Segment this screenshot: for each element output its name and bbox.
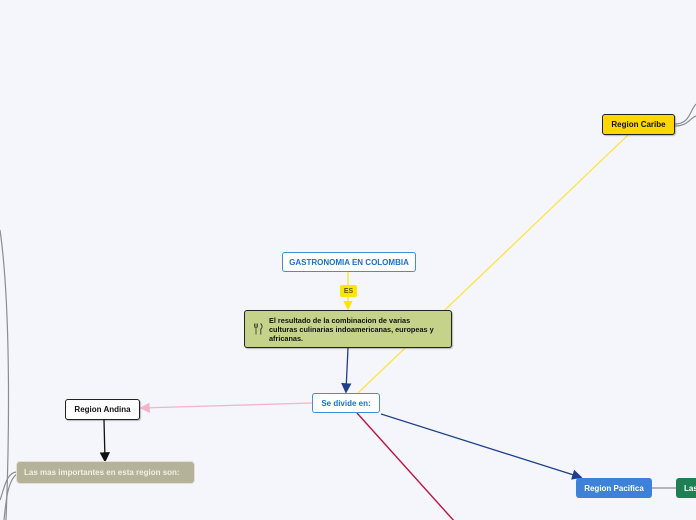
region-caribe-label: Region Caribe bbox=[611, 120, 666, 129]
region-pacifica-label: Region Pacifica bbox=[584, 483, 644, 493]
left-branch-line-3 bbox=[3, 473, 18, 520]
left-branch-line-2 bbox=[0, 471, 18, 501]
las-mas-importantes-node[interactable]: Las mas importantes en esta region son: bbox=[17, 462, 194, 483]
divide-to-pacifica-link bbox=[380, 413, 583, 480]
las-mas-importantes-label: Las mas importantes en esta region son: bbox=[24, 468, 180, 477]
description-node[interactable]: El resultado de la combinacion de varias… bbox=[244, 310, 452, 348]
region-caribe-node[interactable]: Region Caribe bbox=[602, 114, 675, 135]
fork-knife-icon bbox=[254, 323, 263, 335]
caribe-branch-line-2 bbox=[674, 115, 696, 127]
andina-to-importantes-link bbox=[99, 419, 111, 463]
divide-to-andina-link bbox=[139, 402, 313, 413]
description-text: El resultado de la combinacion de varias… bbox=[269, 315, 434, 343]
divide-to-south-link bbox=[356, 412, 455, 520]
description-to-divide-link bbox=[341, 347, 352, 394]
se-divide-en-label: Se divide en: bbox=[321, 398, 371, 408]
left-branch-line-1 bbox=[0, 229, 10, 520]
region-andina-label: Region Andina bbox=[74, 405, 131, 414]
gastronomia-title-label: GASTRONOMIA EN COLOMBIA bbox=[289, 257, 409, 267]
caribe-branch-line-1 bbox=[674, 103, 696, 125]
divide-to-caribe-link bbox=[357, 134, 629, 394]
pacifica-child-node[interactable]: Las bbox=[676, 478, 696, 498]
se-divide-en-node[interactable]: Se divide en: bbox=[312, 393, 380, 413]
region-pacifica-node[interactable]: Region Pacifica bbox=[576, 478, 652, 498]
gastronomia-title-node[interactable]: GASTRONOMIA EN COLOMBIA bbox=[282, 252, 416, 272]
pacifica-child-label: Las bbox=[684, 483, 696, 493]
es-connector-label: ES bbox=[340, 285, 357, 297]
region-andina-node[interactable]: Region Andina bbox=[65, 399, 140, 420]
